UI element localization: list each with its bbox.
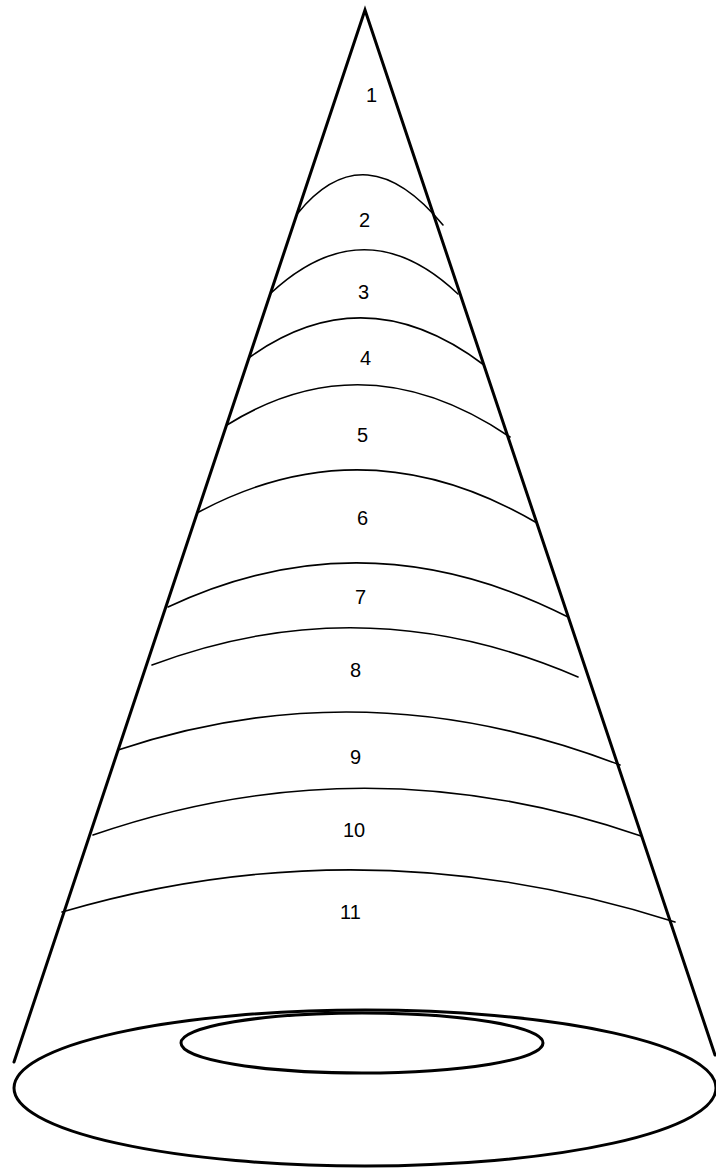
band-number: 9 (350, 746, 361, 768)
cone-outline (14, 10, 715, 1062)
band-number: 4 (360, 347, 371, 369)
band-divider (298, 175, 443, 225)
band-number: 11 (340, 901, 361, 923)
band-number: 1 (366, 84, 377, 106)
band-number: 3 (358, 281, 369, 303)
band-dividers (62, 175, 675, 922)
band-number: 8 (350, 659, 361, 681)
band-number: 10 (343, 819, 365, 841)
band-divider (62, 870, 675, 922)
cone-band: 9 (344, 744, 367, 770)
band-number: 2 (359, 209, 370, 231)
base-ellipse (14, 1010, 716, 1166)
inner-ellipse (181, 1013, 543, 1073)
cone-band: 4 (354, 345, 377, 371)
cone-band: 5 (351, 422, 374, 448)
cone-band: 2 (353, 207, 376, 233)
cone-band: 8 (344, 657, 367, 683)
cone-band: 11 (334, 899, 367, 925)
band-number: 7 (355, 586, 366, 608)
band-divider (152, 628, 578, 677)
cone-band: 10 (337, 817, 371, 843)
band-number: 5 (357, 424, 368, 446)
cone-band: 1 (360, 82, 383, 108)
band-divider (118, 712, 620, 765)
band-divider (93, 788, 641, 836)
band-number: 6 (357, 507, 368, 529)
band-divider (227, 385, 510, 437)
band-divider (168, 563, 568, 617)
cone-band: 6 (351, 505, 374, 531)
cone-band: 3 (352, 279, 375, 305)
cone-band: 7 (349, 584, 372, 610)
